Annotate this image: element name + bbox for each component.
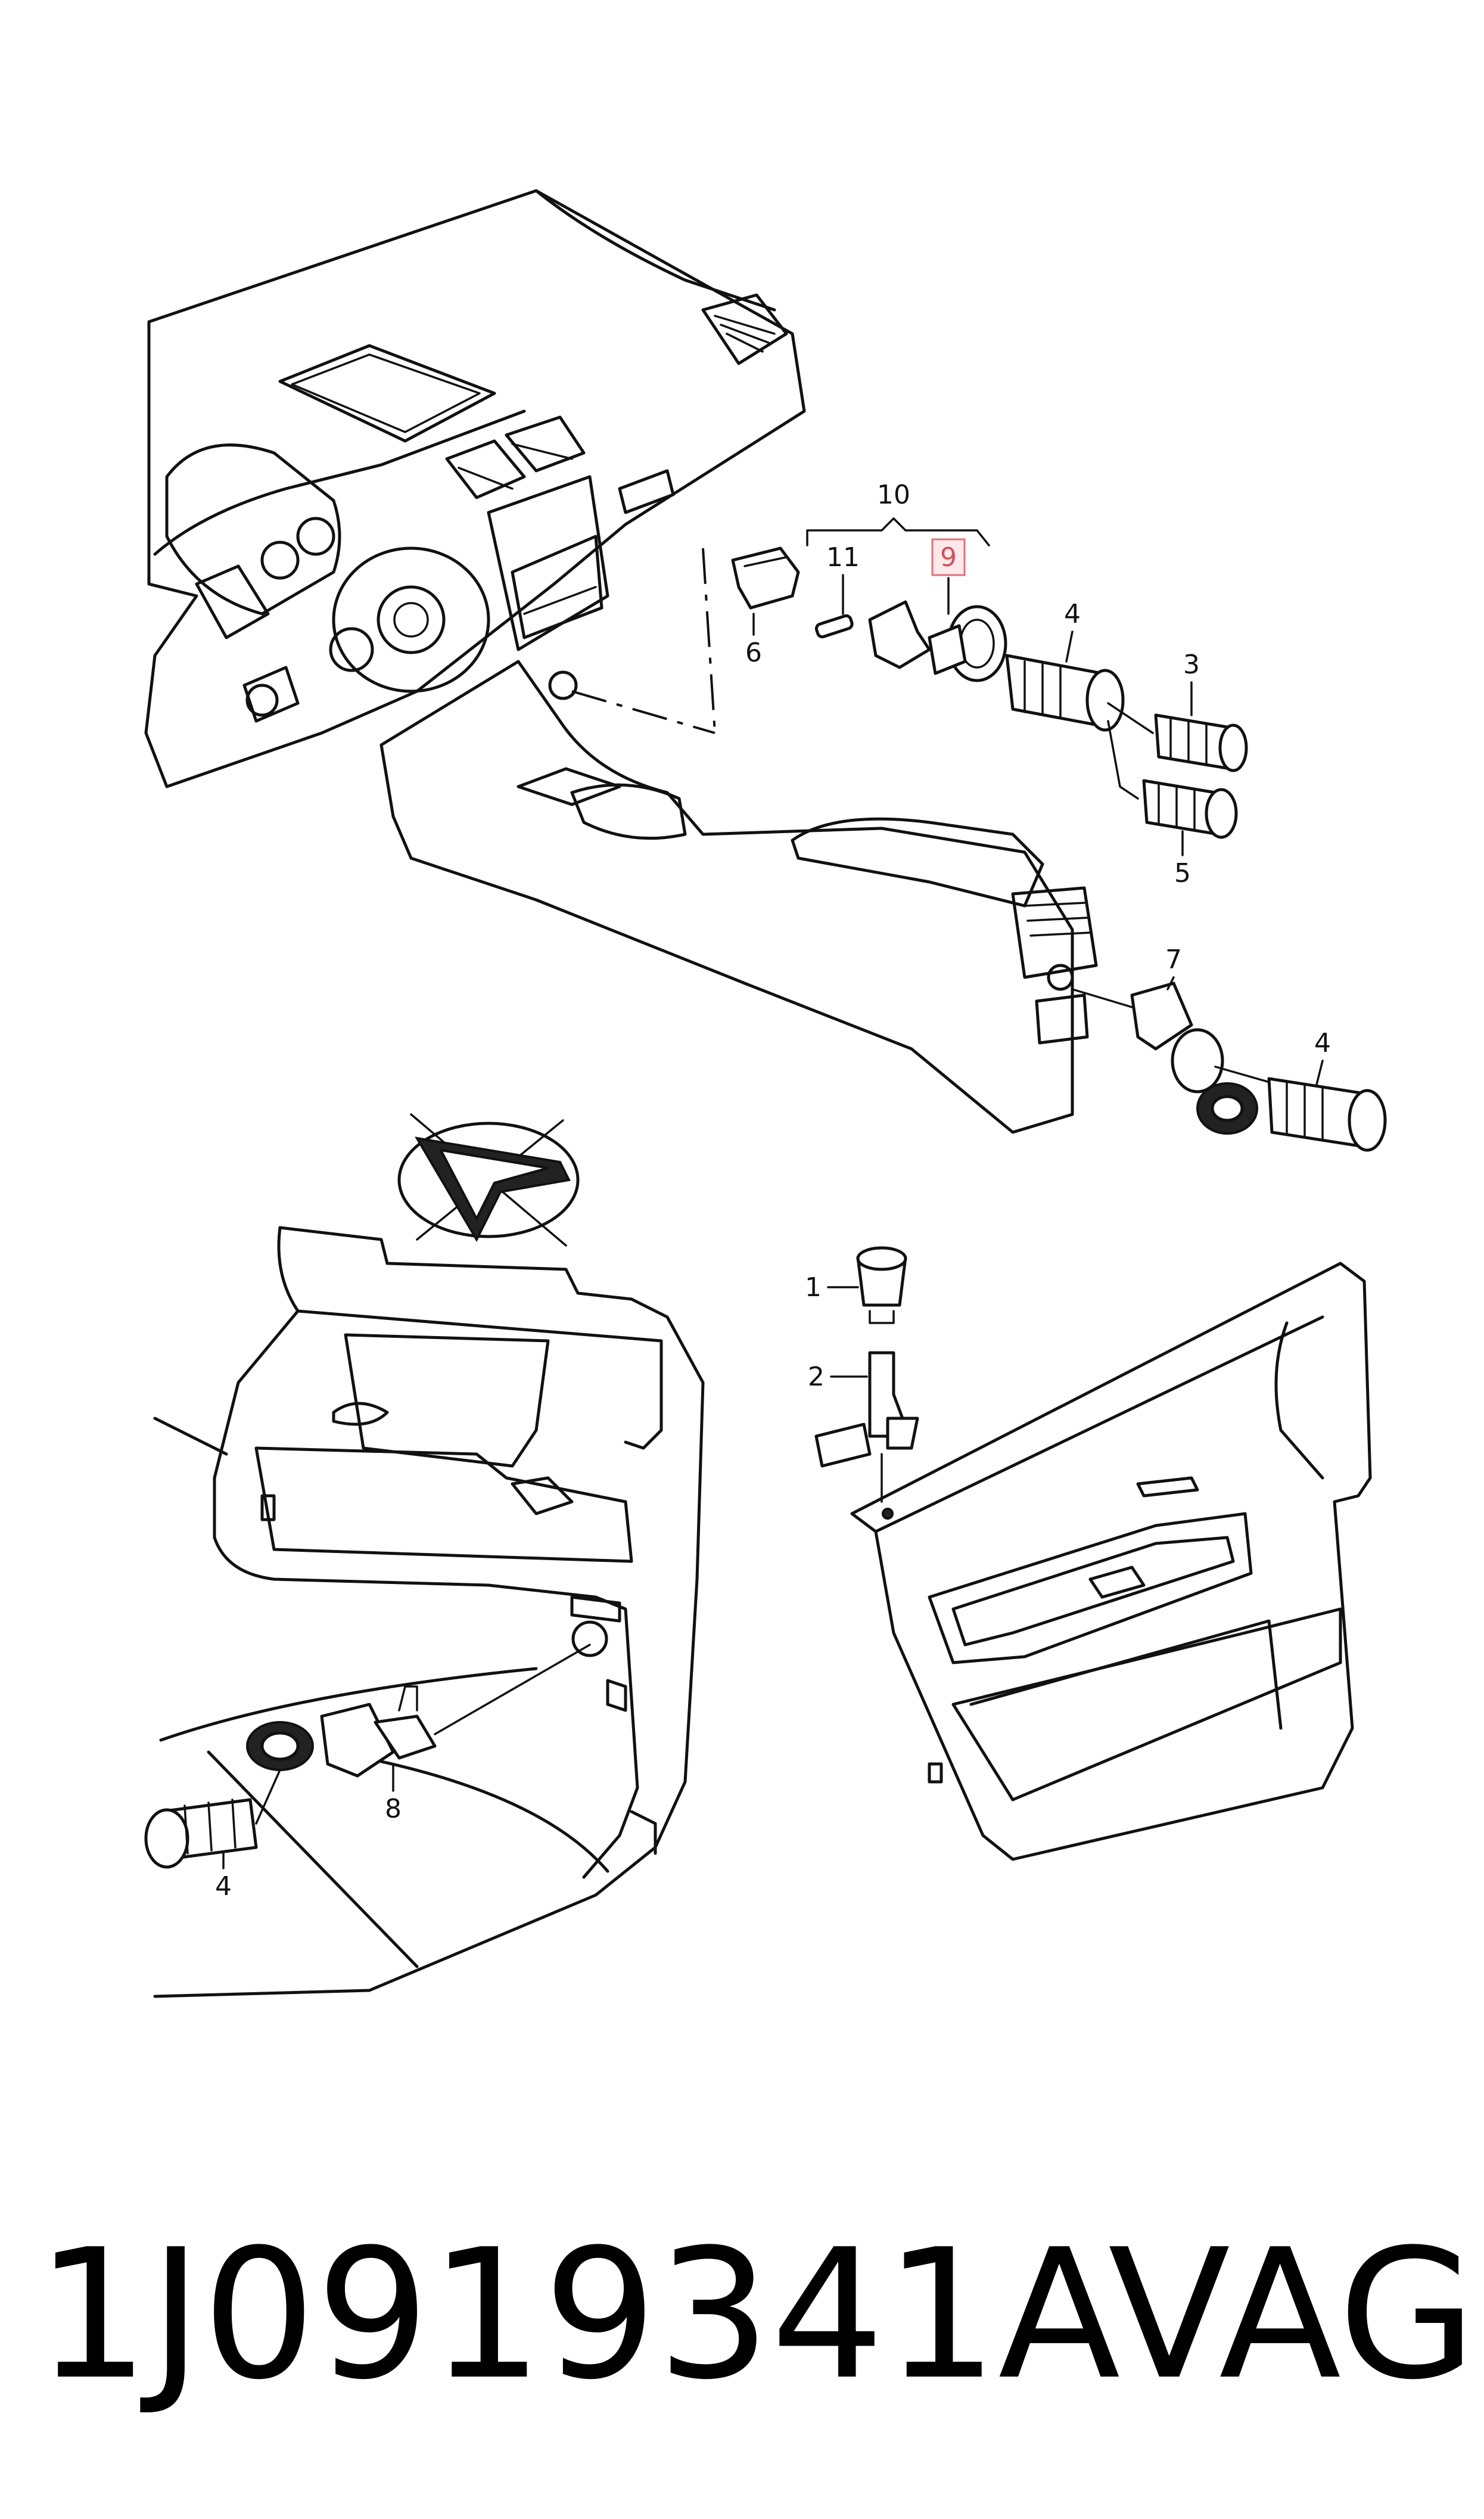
callout-5: 5: [1174, 858, 1191, 889]
callout-4-right: 4: [1314, 1028, 1331, 1058]
callouts-top: 10 11 9 6 4 3 5 7 4: [745, 480, 1331, 1086]
connector-part-6: [731, 546, 800, 610]
socket-parts-group-top: [731, 546, 1387, 1152]
callout-9: 9: [940, 542, 957, 573]
connector-part-8: [320, 1703, 395, 1778]
callout-4-bottom: 4: [215, 1871, 232, 1902]
bracket-part: [868, 600, 931, 669]
direction-arrow-icon: [397, 1113, 580, 1247]
exploded-parts-diagram: 10 11 9 6 4 3 5 7 4: [144, 189, 1387, 1998]
callout-3: 3: [1183, 650, 1200, 680]
callout-6: 6: [745, 638, 762, 668]
front-door-panel-illustration: 1 2: [805, 1246, 1372, 1861]
callout-1: 1: [805, 1272, 822, 1303]
callout-7: 7: [1165, 945, 1182, 975]
caption: 1J0919341A VAG: [36, 2211, 1476, 2419]
callout-11: 11: [826, 542, 860, 573]
pin-part-11: [814, 614, 854, 639]
brand-name: VAG: [1108, 2211, 1477, 2419]
callout-8: 8: [385, 1794, 402, 1824]
part-number: 1J0919341A: [36, 2211, 1121, 2419]
callout-4-top: 4: [1064, 599, 1081, 629]
callout-9-highlight: [931, 538, 966, 576]
dashboard-illustration: [144, 189, 1098, 1134]
connector-part-7: [1130, 981, 1193, 1051]
rear-side-panel-illustration: 8 4: [144, 1226, 705, 1998]
callout-2: 2: [808, 1362, 825, 1392]
callout-10: 10: [877, 480, 910, 510]
